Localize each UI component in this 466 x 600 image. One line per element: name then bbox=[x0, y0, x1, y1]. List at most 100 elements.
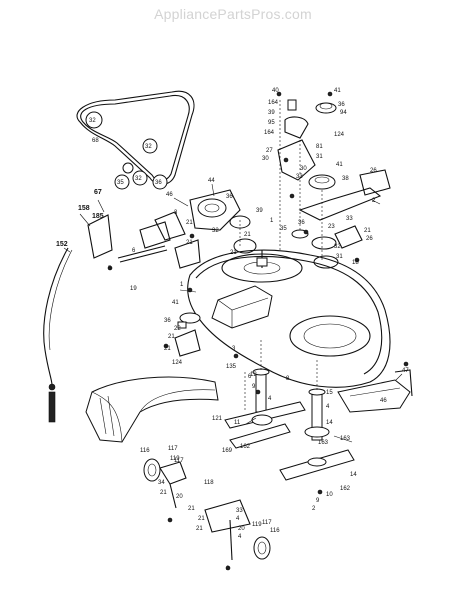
part-label-21: 21 bbox=[186, 220, 193, 226]
part-labels: 40 41 164 36 39 94 95 124 164 27 30 81 3… bbox=[56, 88, 409, 572]
part-label-36d: 36 bbox=[164, 318, 171, 324]
gauge-wheel-right[interactable] bbox=[204, 499, 271, 561]
part-label-164b: 164 bbox=[264, 130, 275, 136]
part-label-117c: 117 bbox=[262, 520, 272, 526]
part-label-21k: 21 bbox=[196, 526, 203, 532]
part-label-12: 12 bbox=[250, 372, 257, 378]
part-label-30: 30 bbox=[262, 156, 269, 162]
part-label-32b: 32 bbox=[334, 244, 341, 250]
idler-arm-assembly[interactable] bbox=[154, 189, 257, 269]
part-label-116: 116 bbox=[140, 448, 150, 454]
part-label-152: 152 bbox=[56, 241, 68, 248]
part-label-21i: 21 bbox=[188, 506, 195, 512]
part-label-1b: 1 bbox=[180, 282, 184, 288]
part-label-124b: 124 bbox=[172, 360, 183, 366]
leader-lines bbox=[63, 183, 403, 443]
part-label-2b: 2 bbox=[312, 506, 316, 512]
part-label-119b: 119 bbox=[252, 522, 262, 528]
part-label-26: 26 bbox=[370, 168, 377, 174]
part-label-2c: 2 bbox=[226, 566, 230, 572]
part-label-20b: 20 bbox=[238, 526, 245, 532]
part-label-21d: 21 bbox=[364, 228, 371, 234]
drive-belt-assembly[interactable]: 32 32 35 32 36 68 bbox=[76, 90, 195, 190]
svg-text:35: 35 bbox=[117, 180, 124, 186]
part-label-22: 22 bbox=[174, 326, 181, 332]
spindle-assembly-right[interactable] bbox=[279, 388, 355, 481]
part-label-41b: 41 bbox=[336, 162, 343, 168]
mower-deck[interactable] bbox=[187, 249, 391, 388]
part-label-163: 163 bbox=[340, 436, 351, 442]
spindle-assembly-left[interactable] bbox=[224, 368, 306, 449]
part-label-21j: 21 bbox=[198, 516, 205, 522]
discharge-chute[interactable] bbox=[85, 376, 219, 443]
part-label-46: 46 bbox=[166, 192, 173, 198]
part-label-4b: 4 bbox=[326, 404, 330, 410]
svg-text:32: 32 bbox=[145, 144, 152, 150]
deflector-bracket[interactable] bbox=[337, 369, 413, 413]
part-label-118: 118 bbox=[204, 480, 214, 486]
part-label-21e: 21 bbox=[230, 250, 237, 256]
part-label-94: 94 bbox=[340, 110, 347, 116]
part-label-30b: 30 bbox=[300, 166, 307, 172]
part-label-121: 121 bbox=[212, 416, 223, 422]
right-pulley-assembly[interactable] bbox=[277, 99, 391, 269]
part-label-36: 36 bbox=[338, 102, 345, 108]
part-label-20: 20 bbox=[176, 494, 183, 500]
part-label-31b: 31 bbox=[336, 254, 343, 260]
part-label-41: 41 bbox=[334, 88, 341, 94]
part-label-8: 8 bbox=[286, 376, 290, 382]
part-label-4d: 4 bbox=[238, 534, 242, 540]
control-cable[interactable] bbox=[43, 247, 73, 423]
part-label-34: 34 bbox=[158, 480, 165, 486]
part-label-117b: 117 bbox=[174, 458, 184, 464]
part-label-15: 15 bbox=[326, 390, 333, 396]
part-label-18: 18 bbox=[352, 260, 359, 266]
part-label-33b: 33 bbox=[346, 216, 353, 222]
part-label-11: 11 bbox=[234, 420, 241, 426]
svg-text:32: 32 bbox=[135, 176, 142, 182]
part-label-33c: 33 bbox=[236, 508, 243, 514]
part-label-36b: 36 bbox=[226, 194, 233, 200]
fasteners bbox=[107, 91, 409, 571]
part-label-81: 81 bbox=[316, 144, 323, 150]
part-label-95: 95 bbox=[268, 120, 275, 126]
part-label-35: 35 bbox=[280, 226, 287, 232]
part-label-21f: 21 bbox=[168, 334, 175, 340]
part-label-162b: 162 bbox=[340, 486, 351, 492]
part-label-119: 119 bbox=[170, 456, 180, 462]
part-label-39b: 39 bbox=[256, 208, 263, 214]
part-label-27: 27 bbox=[266, 148, 273, 154]
part-label-40: 40 bbox=[272, 88, 279, 94]
part-label-44: 44 bbox=[208, 178, 215, 184]
svg-text:36: 36 bbox=[155, 180, 162, 186]
part-label-31: 31 bbox=[316, 154, 323, 160]
part-label-169: 169 bbox=[222, 448, 233, 454]
part-label-3b: 3 bbox=[232, 346, 236, 352]
part-label-116b: 116 bbox=[270, 528, 280, 534]
part-label-33: 33 bbox=[296, 174, 303, 180]
part-label-4c: 4 bbox=[236, 516, 240, 522]
svg-text:68: 68 bbox=[92, 138, 99, 144]
part-label-26b: 26 bbox=[366, 236, 373, 242]
part-label-21g: 21 bbox=[164, 346, 171, 352]
part-label-67: 67 bbox=[94, 189, 102, 196]
part-label-3: 3 bbox=[174, 210, 178, 216]
part-label-21h: 21 bbox=[160, 490, 167, 496]
part-label-1: 1 bbox=[270, 218, 274, 224]
part-label-185: 185 bbox=[92, 213, 104, 220]
part-label-117: 117 bbox=[168, 446, 178, 452]
part-label-9: 9 bbox=[252, 384, 256, 390]
part-label-46b: 46 bbox=[380, 398, 387, 404]
part-label-47: 47 bbox=[402, 368, 409, 374]
part-label-41c: 41 bbox=[172, 300, 179, 306]
part-label-23: 23 bbox=[328, 224, 335, 230]
part-label-38: 38 bbox=[342, 176, 349, 182]
site-watermark: AppliancePartsPros.com bbox=[154, 6, 312, 22]
part-label-21c: 21 bbox=[186, 240, 193, 246]
part-label-10: 10 bbox=[326, 492, 333, 498]
left-deck-parts[interactable] bbox=[87, 214, 201, 357]
gauge-wheel-left[interactable] bbox=[143, 458, 187, 509]
part-label-163b: 163 bbox=[318, 440, 329, 446]
part-label-124: 124 bbox=[334, 132, 345, 138]
part-label-32: 32 bbox=[212, 228, 219, 234]
